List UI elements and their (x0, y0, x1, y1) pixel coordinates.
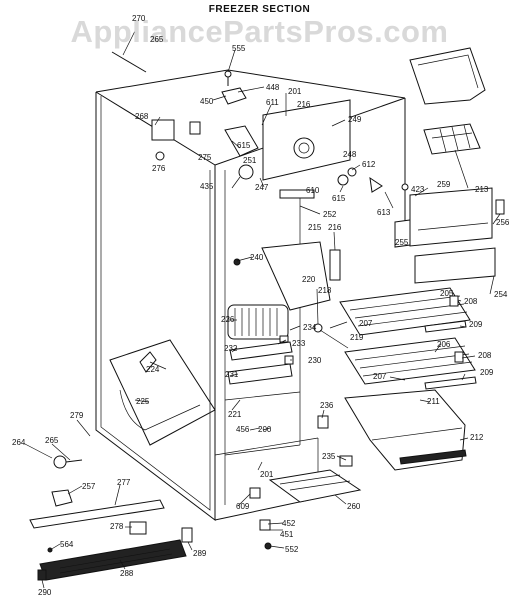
callout-268: 268 (135, 112, 149, 121)
callout-236: 236 (320, 401, 334, 410)
callout-610: 610 (306, 186, 320, 195)
callout-277: 277 (117, 478, 131, 487)
callout-224: 224 (146, 365, 160, 374)
callout-233: 233 (292, 339, 306, 348)
callout-265: 265 (45, 436, 59, 445)
callout-275: 275 (198, 153, 212, 162)
callout-216: 216 (328, 223, 342, 232)
upper-shelf (339, 287, 471, 336)
drawer-260 (268, 469, 362, 503)
callout-209-lower: 209 (480, 368, 494, 377)
callout-216-top: 216 (297, 100, 311, 109)
callout-264: 264 (12, 438, 26, 447)
callout-211: 211 (427, 397, 440, 406)
callout-205: 205 (440, 289, 454, 298)
callout-215: 215 (308, 223, 322, 232)
callout-200: 200 (258, 425, 272, 434)
callout-230: 230 (308, 356, 322, 365)
callout-289: 289 (193, 549, 207, 558)
ice-bucket (409, 47, 486, 105)
lower-shelf (344, 337, 477, 390)
callout-552: 552 (285, 545, 299, 554)
left-hinge-assembly (109, 339, 216, 446)
callout-208-lower: 208 (478, 351, 492, 360)
callout-270: 270 (132, 14, 146, 23)
callout-231: 231 (225, 370, 239, 379)
callout-259: 259 (437, 180, 451, 189)
callout-251: 251 (243, 156, 257, 165)
callout-201: 201 (260, 470, 274, 479)
callout-252: 252 (323, 210, 337, 219)
callout-255: 255 (395, 238, 409, 247)
callout-615-right: 615 (332, 194, 346, 203)
callout-249: 249 (348, 115, 362, 124)
callout-290: 290 (38, 588, 52, 597)
callout-225: 225 (136, 397, 150, 406)
callout-218: 218 (318, 286, 332, 295)
callout-451: 451 (280, 530, 294, 539)
callout-256: 256 (496, 218, 510, 227)
callout-276: 276 (152, 164, 166, 173)
callout-212: 212 (470, 433, 484, 442)
callout-423: 423 (411, 185, 425, 194)
callout-247: 247 (255, 183, 269, 192)
callout-234: 234 (303, 323, 317, 332)
callout-615-left: 615 (237, 141, 251, 150)
callout-248: 248 (343, 150, 357, 159)
callout-206: 206 (437, 340, 451, 349)
cabinet-body (95, 69, 406, 522)
callout-265-top: 265 (150, 35, 164, 44)
callout-220: 220 (302, 275, 316, 284)
callout-435: 435 (200, 182, 214, 191)
callout-254: 254 (494, 290, 508, 299)
callout-450: 450 (200, 97, 214, 106)
callout-221: 221 (228, 410, 242, 419)
leader-lines (24, 24, 501, 589)
callout-257: 257 (82, 482, 96, 491)
callout-226: 226 (221, 315, 235, 324)
misc-brackets (233, 167, 505, 467)
callout-209-upper: 209 (469, 320, 483, 329)
callout-207-upper: 207 (359, 319, 373, 328)
watermark: AppliancePartsPros.com (70, 14, 449, 49)
callout-612: 612 (362, 160, 376, 169)
callout-260: 260 (347, 502, 361, 511)
callout-611: 611 (266, 98, 279, 107)
callout-452: 452 (282, 519, 296, 528)
cover-255 (394, 219, 411, 248)
bottom-parts (29, 455, 272, 581)
callout-288: 288 (120, 569, 134, 578)
callout-613: 613 (377, 208, 391, 217)
callout-278: 278 (110, 522, 124, 531)
door-panel-259 (409, 187, 496, 284)
callout-448: 448 (266, 83, 280, 92)
callout-279: 279 (70, 411, 84, 420)
callout-213: 213 (475, 185, 489, 194)
callout-208-upper: 208 (464, 297, 478, 306)
callout-232: 232 (224, 344, 238, 353)
callout-219: 219 (350, 333, 364, 342)
top-left-parts (111, 51, 259, 180)
callout-555: 555 (232, 44, 246, 53)
ice-tray (423, 123, 481, 155)
diagram-title: FREEZER SECTION (208, 4, 311, 15)
callout-201-top: 201 (288, 87, 302, 96)
callout-240: 240 (250, 253, 264, 262)
callout-456: 456 (236, 425, 250, 434)
basket-211 (344, 389, 467, 471)
callout-235: 235 (322, 452, 336, 461)
callout-564: 564 (60, 540, 74, 549)
callout-207-lower: 207 (373, 372, 387, 381)
callout-609: 609 (236, 502, 250, 511)
